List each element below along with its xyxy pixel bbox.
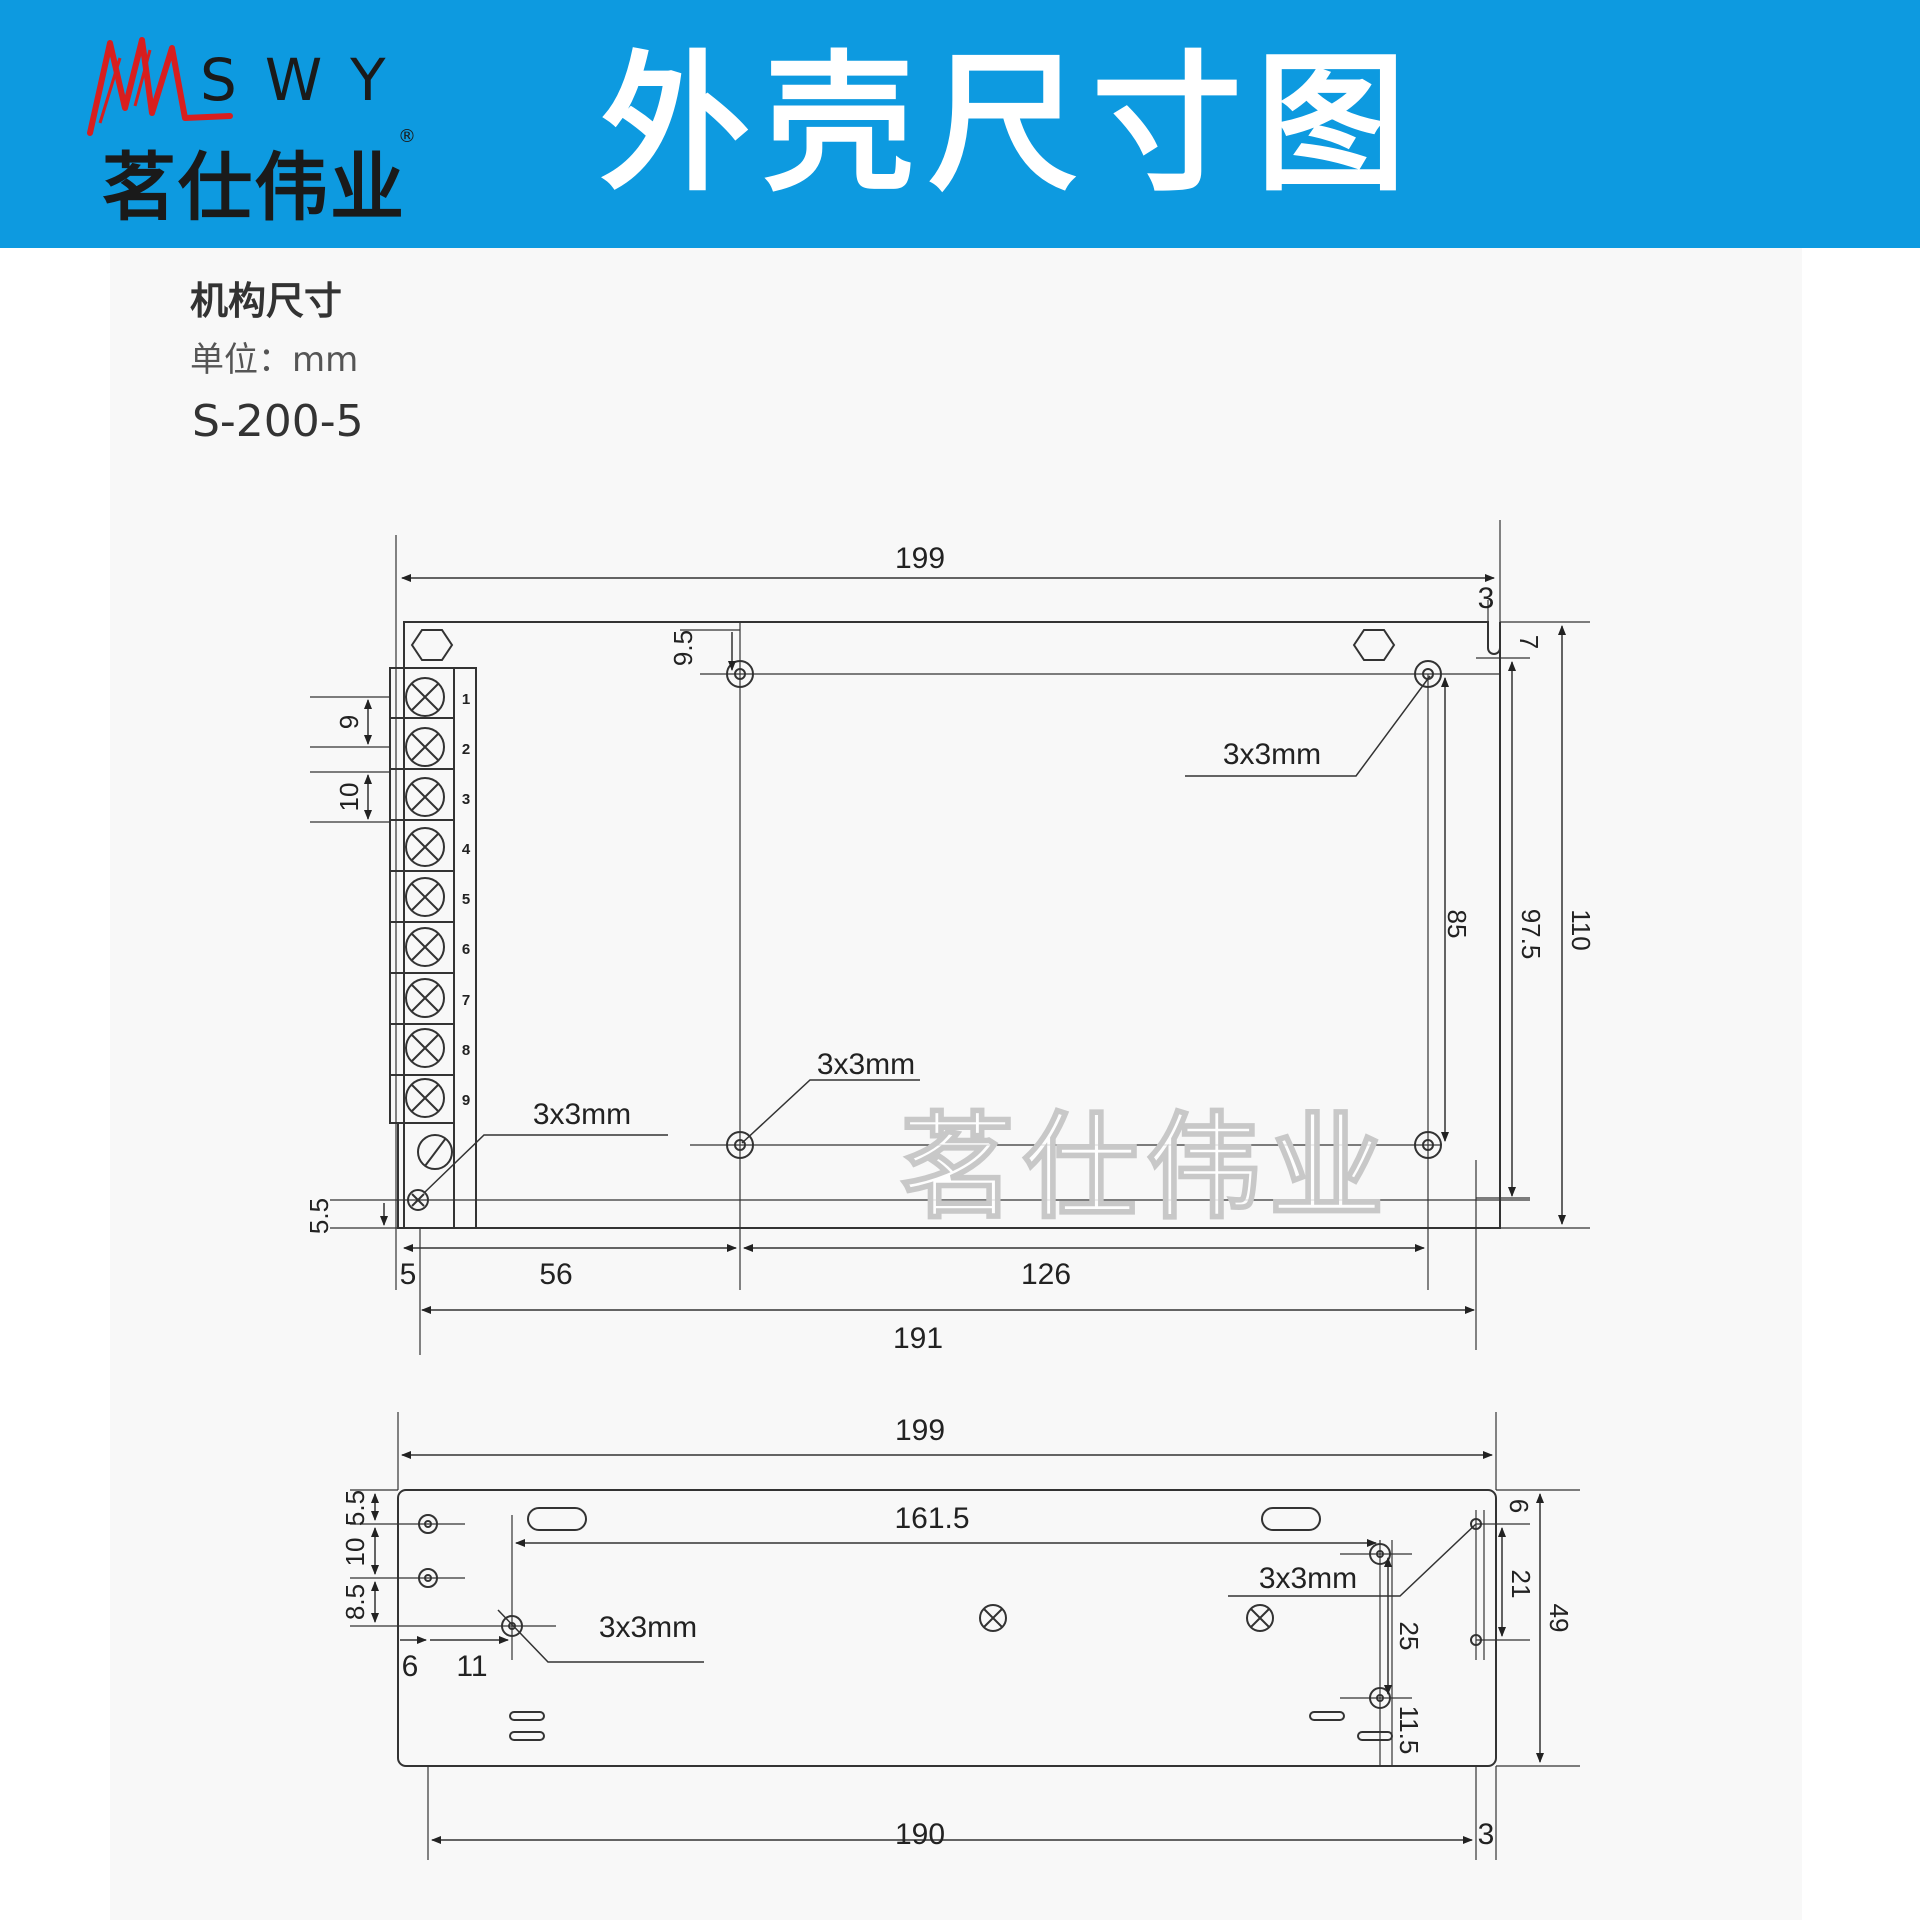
hole-label-bottom: 3x3mm: [817, 1048, 915, 1081]
terminal-number: 8: [462, 1042, 470, 1059]
terminal-numbers: 1 2 3 4 5 6 7 8 9: [462, 691, 471, 1109]
terminal-number: 9: [462, 1092, 470, 1109]
side-slot-left: [527, 1507, 587, 1531]
dim-hole-pitch-vertical: 85: [1442, 910, 1472, 939]
side-slot-right: [1261, 1507, 1321, 1531]
unit-label: 单位：mm: [190, 340, 359, 380]
side-view-dimension-lines: [371, 1451, 1544, 1844]
hole-label-right: 3x3mm: [1223, 738, 1321, 771]
side-view-outline: [397, 1489, 1497, 1767]
hex-nut-right: [1352, 629, 1396, 661]
top-view-labels: 199 3 7 9.5 3x3mm 9 10 85 97.5 110 3x3mm…: [304, 542, 1596, 1355]
terminal-number: 1: [462, 691, 470, 708]
side-dim-hole-v-pitch: 25: [1394, 1622, 1424, 1651]
section-title: 机构尺寸: [190, 279, 343, 323]
header-banner: SWY 茗仕伟业 ® 外壳尺寸图: [0, 0, 1920, 248]
watermark: 茗仕伟业: [899, 1100, 1393, 1236]
dim-overall-length: 199: [895, 542, 945, 575]
side-hole-label-left: 3x3mm: [599, 1611, 697, 1644]
terminal-number: 2: [462, 741, 470, 758]
top-view-dimension-lines: [364, 574, 1566, 1314]
side-dim-hole-v-bottom: 11.5: [1394, 1706, 1424, 1755]
brand-chinese: 茗仕伟业: [102, 145, 406, 231]
brand-logo: SWY 茗仕伟业 ®: [80, 28, 440, 231]
dim-inner-height: 97.5: [1516, 909, 1546, 960]
dim-hole-x-first: 56: [539, 1258, 572, 1291]
hex-nut-left: [410, 629, 454, 661]
hole-label-ground: 3x3mm: [533, 1098, 631, 1131]
terminal-number: 4: [462, 841, 471, 858]
side-hole-label-right: 3x3mm: [1259, 1562, 1357, 1595]
model-number: S-200-5: [192, 396, 364, 447]
side-dim-right-offset: 3: [1478, 1818, 1495, 1851]
dim-overall-height: 110: [1566, 909, 1596, 950]
registered-mark: ®: [398, 126, 416, 147]
dim-terminal-pitch-b: 10: [334, 783, 364, 812]
side-dim-left-v3: 8.5: [340, 1584, 370, 1620]
dim-slot-depth: 7: [1514, 635, 1544, 649]
terminal-number: 6: [462, 941, 470, 958]
top-view: [310, 520, 1590, 1355]
page-title: 外壳尺寸图: [600, 38, 1421, 212]
terminal-screws: [390, 677, 454, 1211]
side-dim-right-v-mid: 21: [1506, 1570, 1536, 1599]
side-view-labels: 199 161.5 3x3mm 3x3mm 5.5 10 8.5 6 11 6 …: [340, 1414, 1574, 1851]
dim-terminal-pitch-a: 9: [334, 715, 364, 729]
drawing-panel: [110, 248, 1802, 1920]
side-dim-left-h2: 11: [456, 1650, 487, 1683]
side-dim-left-v2: 10: [340, 1538, 370, 1567]
dim-base-length: 191: [893, 1322, 943, 1355]
side-holes: [418, 1514, 1482, 1709]
dim-left-offset: 5: [400, 1258, 417, 1291]
side-dim-overall-height: 49: [1544, 1604, 1574, 1633]
side-dim-left-h1: 6: [402, 1650, 419, 1683]
side-view: [350, 1412, 1580, 1860]
dim-hole-x-pitch: 126: [1021, 1258, 1071, 1291]
logo-m-mark-icon: [87, 37, 233, 136]
terminal-number: 5: [462, 891, 470, 908]
side-dim-left-v1: 5.5: [340, 1490, 370, 1526]
top-view-reference-lines: [310, 520, 1590, 1355]
side-dim-base-length: 190: [895, 1818, 945, 1851]
ground-block: [397, 1122, 455, 1229]
dim-right-offset: 3: [1478, 582, 1495, 615]
dim-ground-offset: 5.5: [304, 1198, 334, 1234]
side-vent-slots: [509, 1711, 1393, 1741]
side-dim-overall-length: 199: [895, 1414, 945, 1447]
side-view-reference-lines: [350, 1412, 1580, 1860]
terminal-label-strip: [453, 667, 477, 1229]
side-screws: [979, 1604, 1274, 1632]
brand-latin: SWY: [200, 46, 414, 114]
terminal-number: 3: [462, 791, 470, 808]
side-dim-right-v-top: 6: [1504, 1499, 1534, 1513]
side-dim-hole-span: 161.5: [894, 1502, 969, 1535]
dim-hole-offset-top: 9.5: [668, 630, 698, 666]
terminal-number: 7: [462, 992, 470, 1009]
